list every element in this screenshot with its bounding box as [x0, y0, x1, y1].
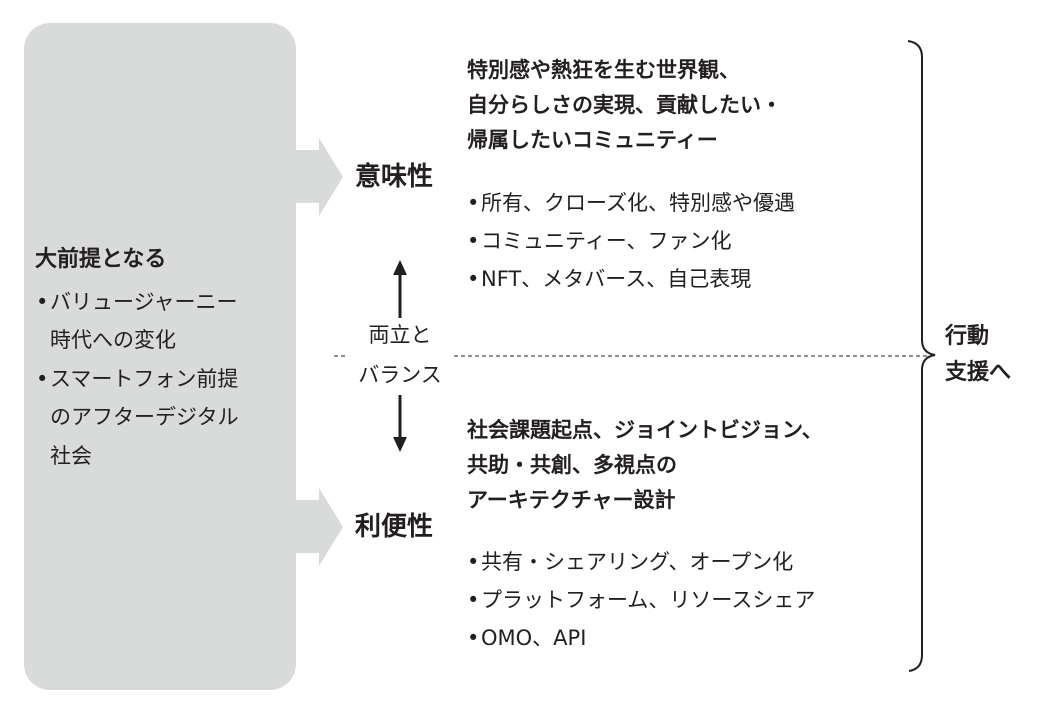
convenience-bullet-text: プラットフォーム、リソースシェア: [481, 588, 816, 612]
convenience-bullet: •OMO、API: [467, 624, 586, 652]
meaning-bullet-text: 所有、クローズ化、特別感や優遇: [481, 191, 795, 215]
balance-label-line-1: 両立と: [368, 323, 432, 347]
bullet-dot: •: [467, 588, 480, 612]
meaning-bullet-text: NFT、メタバース、自己表現: [481, 267, 752, 291]
meaning-heading-line: 自分らしさの実現、貢献したい・: [467, 93, 782, 117]
bullet-dot: •: [467, 626, 480, 650]
balance-label-line-2: バランス: [358, 363, 442, 387]
arrow-to-convenience: [296, 488, 343, 566]
premise-panel: [24, 23, 296, 690]
convenience-bullet: •共有・シェアリング、オープン化: [467, 548, 793, 576]
meaning-bullet-text: コミュニティー、ファン化: [481, 229, 732, 253]
curly-bracket: [907, 40, 936, 672]
premise-bullet-2-cont: 社会: [50, 444, 92, 468]
action-label-line-2: 支援へ: [945, 360, 1012, 385]
meaning-label: 意味性: [355, 162, 434, 192]
premise-title: 大前提となる: [35, 247, 167, 272]
premise-bullet-1: •バリュージャーニー: [36, 288, 238, 316]
meaning-heading-line: 帰属したいコミュニティー: [467, 128, 718, 152]
convenience-bullet: •プラットフォーム、リソースシェア: [467, 586, 815, 614]
bullet-dot: •: [467, 267, 480, 291]
meaning-bullet: •コミュニティー、ファン化: [467, 227, 732, 255]
premise-bullet-2: •スマートフォン前提: [36, 365, 238, 393]
convenience-heading-line: 共助・共創、多視点の: [467, 453, 677, 477]
bullet-dot: •: [467, 550, 480, 574]
convenience-bullet-text: OMO、API: [481, 626, 587, 650]
arrow-to-meaning: [296, 138, 343, 216]
bullet-dot: •: [467, 191, 480, 215]
convenience-bullet-text: 共有・シェアリング、オープン化: [481, 550, 794, 574]
premise-bullet-1-cont: 時代への変化: [50, 328, 176, 352]
convenience-label: 利便性: [355, 512, 434, 542]
down-arrow-head: [393, 437, 407, 452]
premise-bullet-2-cont: のアフターデジタル: [50, 405, 239, 429]
up-arrow-head: [393, 260, 407, 275]
premise-bullet-text: バリュージャーニー: [50, 290, 238, 314]
meaning-heading-line: 特別感や熱狂を生む世界観、: [467, 58, 740, 82]
bullet-dot: •: [36, 290, 49, 314]
bullet-dot: •: [36, 367, 49, 391]
meaning-bullet: •NFT、メタバース、自己表現: [467, 265, 751, 293]
meaning-bullet: •所有、クローズ化、特別感や優遇: [467, 189, 795, 217]
convenience-heading-line: 社会課題起点、ジョイントビジョン、: [467, 418, 823, 442]
convenience-heading-line: アーキテクチャー設計: [467, 488, 676, 512]
bullet-dot: •: [467, 229, 480, 253]
premise-bullet-text: スマートフォン前提: [50, 367, 239, 391]
action-label-line-1: 行動: [945, 324, 990, 349]
